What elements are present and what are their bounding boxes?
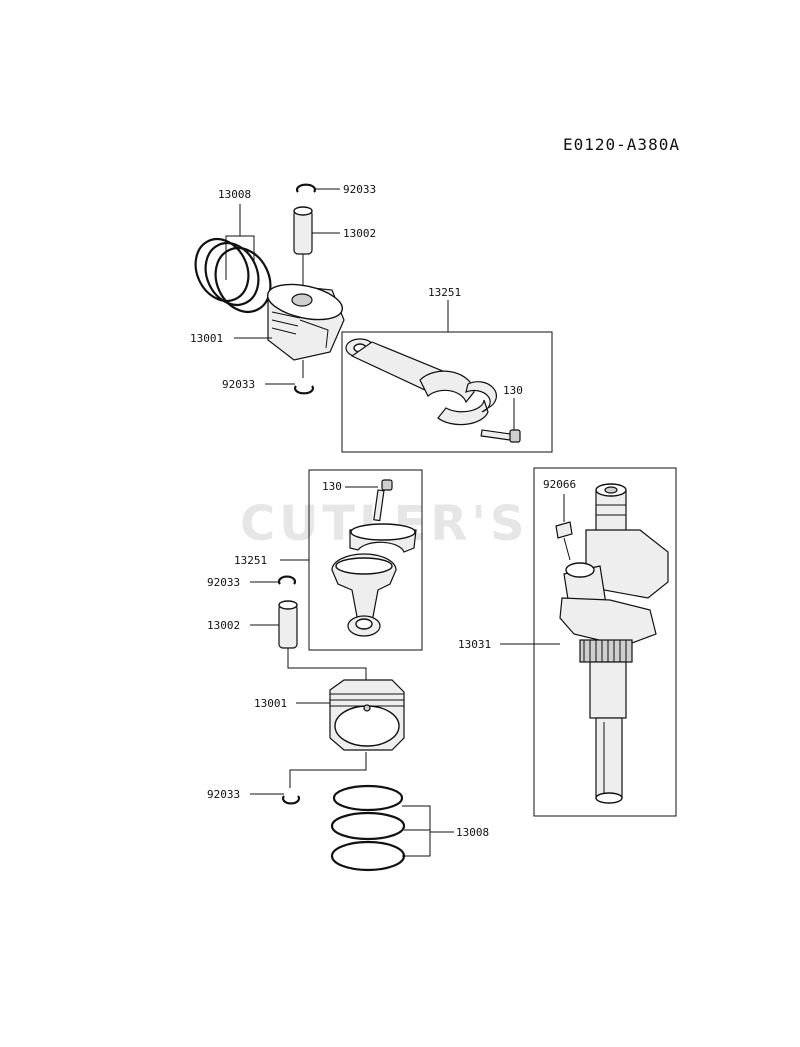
callout-13002-top: 13002 — [343, 227, 376, 240]
callout-130-middle: 130 — [322, 480, 342, 493]
callout-13251-upper: 13251 — [428, 286, 461, 299]
callout-92033-bottom: 92033 — [207, 788, 240, 801]
callout-13251-lower: 13251 — [234, 554, 267, 567]
crankshaft-key — [555, 521, 573, 539]
lower-conrod-cap — [349, 523, 417, 553]
lower-conrod-bolt — [373, 479, 393, 522]
lower-piston — [329, 679, 405, 751]
upper-piston-rings — [194, 238, 272, 313]
callout-13031: 13031 — [458, 638, 491, 651]
callout-92066: 92066 — [543, 478, 576, 491]
callout-13008-upper: 13008 — [218, 188, 251, 201]
crankshaft — [559, 483, 669, 804]
lower-snap-ring-top — [277, 575, 297, 585]
callout-13002-lower: 13002 — [207, 619, 240, 632]
callout-130-upper: 130 — [503, 384, 523, 397]
callout-92033-mid: 92033 — [222, 378, 255, 391]
lower-snap-ring-bottom — [281, 795, 301, 805]
upper-conrod-bolt — [480, 429, 521, 443]
callout-13008-lower: 13008 — [456, 826, 489, 839]
diagram-reference-code: E0120-A380A — [563, 135, 680, 154]
lower-piston-pin — [278, 600, 298, 649]
upper-conrod-box — [341, 331, 553, 453]
crankshaft-box — [533, 467, 677, 817]
upper-piston — [266, 283, 345, 361]
callout-92033-top: 92033 — [343, 183, 376, 196]
callout-13001-upper: 13001 — [190, 332, 223, 345]
lower-connecting-rod — [331, 553, 397, 637]
upper-piston-pin — [293, 206, 313, 255]
callout-13001-lower: 13001 — [254, 697, 287, 710]
lower-piston-rings — [330, 784, 406, 872]
upper-snap-ring-bottom — [293, 385, 315, 395]
upper-connecting-rod — [345, 338, 497, 426]
upper-snap-ring-top — [295, 183, 317, 193]
callout-92033-lower: 92033 — [207, 576, 240, 589]
